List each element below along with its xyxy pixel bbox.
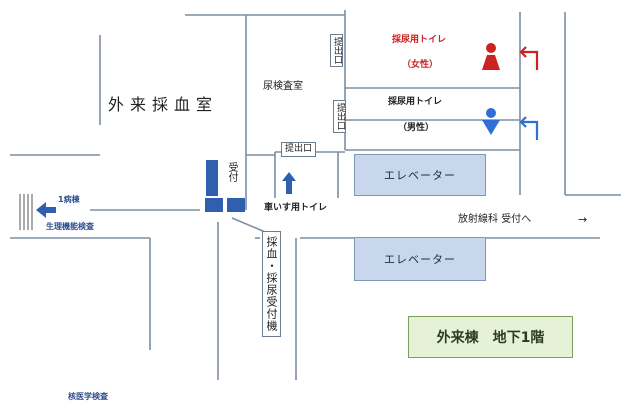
elevator-upper: エレベーター [354,154,486,196]
up-arrow-icon [282,172,296,194]
direction-physiology: 生理機能検査 [46,222,94,231]
reception-counter: 採血・採尿受付機 [262,231,281,337]
direction-nuclear: 核医学検査 [68,392,108,401]
room-urine-exam: 尿検査室 [263,81,303,92]
wheelchair-toilet-label: 車いす用トイレ [264,203,328,213]
stair-marks [19,194,33,230]
direction-radiology-arrow: → [578,213,588,226]
male-toilet-label: 採尿用トイレ [388,97,443,107]
female-return-arrow-icon [519,46,539,70]
submit-window-upper: 提出口 [330,34,343,67]
male-return-arrow-icon [519,116,539,140]
female-toilet-sub: （女性） [402,60,439,70]
reception-desk-left [205,198,223,212]
reception-desk-right [227,198,245,212]
submit-window-bottom: 提出口 [281,142,317,157]
male-toilet-icon [482,108,500,135]
room-outpatient-blood: 外来採血室 [108,95,219,114]
direction-radiology: 放射線科 受付へ [458,214,532,225]
reception-desk-vertical [206,160,218,196]
ward1-arrow-icon [36,202,56,218]
male-toilet-sub: （男性） [398,123,435,133]
direction-ward1: 1病棟 [58,195,80,204]
submit-window-middle: 提出口 [333,100,346,133]
female-toilet-label: 採尿用トイレ [392,35,447,45]
elevator-lower: エレベーター [354,237,486,281]
female-toilet-icon [482,43,500,70]
room-reception: 受付 [226,162,237,182]
floor-label: 外来棟 地下1階 [408,316,573,358]
